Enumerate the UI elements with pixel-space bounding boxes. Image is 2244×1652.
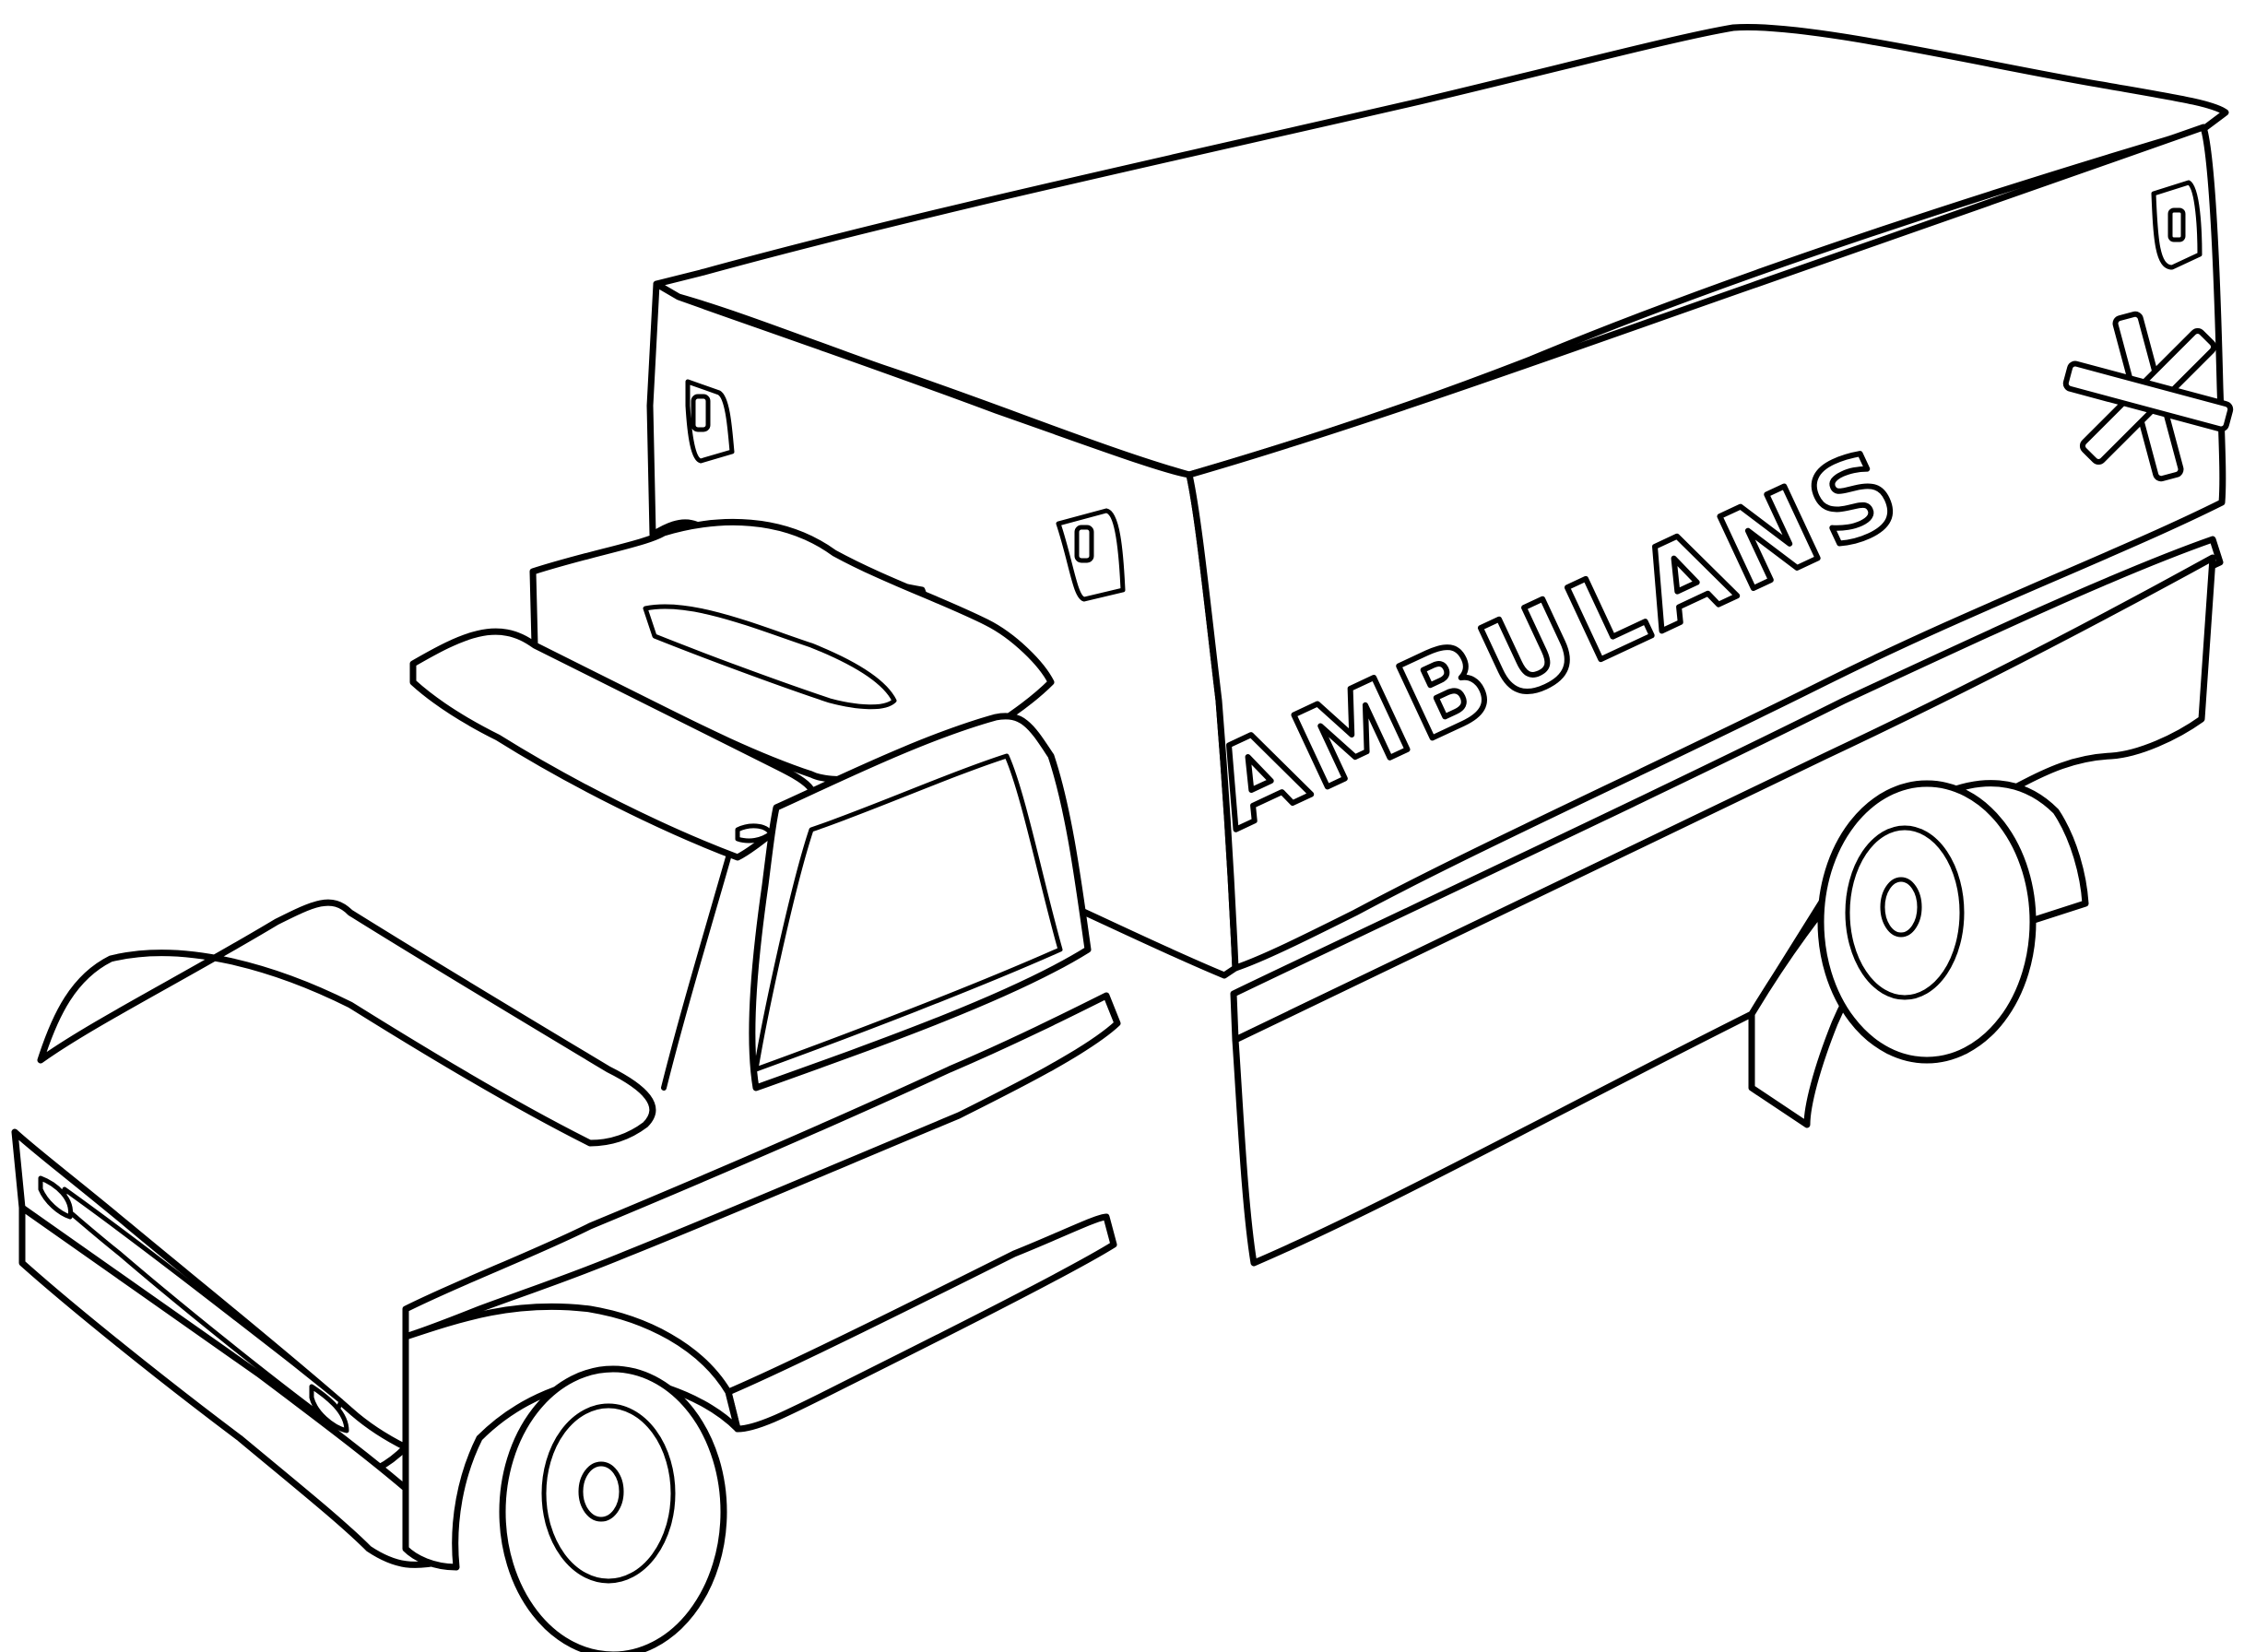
- front-turn-light: [309, 1384, 349, 1434]
- light-bar: [643, 604, 897, 710]
- cab-side-window-pane: [753, 753, 1063, 1072]
- box-rear-skirt: [1232, 554, 2216, 1267]
- cab-front-lower: [18, 1204, 455, 1568]
- cab: [11, 518, 1121, 1568]
- cab-body-side: [402, 992, 1121, 1340]
- running-board: [725, 1213, 1117, 1433]
- star-of-life-icon: [2062, 311, 2234, 482]
- front-hub-center: [578, 1461, 624, 1522]
- rear-wheel: [1748, 780, 2089, 1128]
- rear-hub-center: [1880, 877, 1922, 938]
- hood: [37, 899, 656, 1147]
- side-mirror: [735, 823, 774, 844]
- box-side-face: [1186, 124, 2226, 972]
- headlight: [38, 1175, 73, 1220]
- box-marker-light-rear-lens: [2167, 207, 2186, 242]
- cab-door-line: [661, 855, 731, 1091]
- box-marker-light-front-top-lens: [691, 394, 711, 432]
- front-wheel: [402, 1303, 741, 1652]
- box-marker-light-front-side-lens: [1074, 525, 1094, 563]
